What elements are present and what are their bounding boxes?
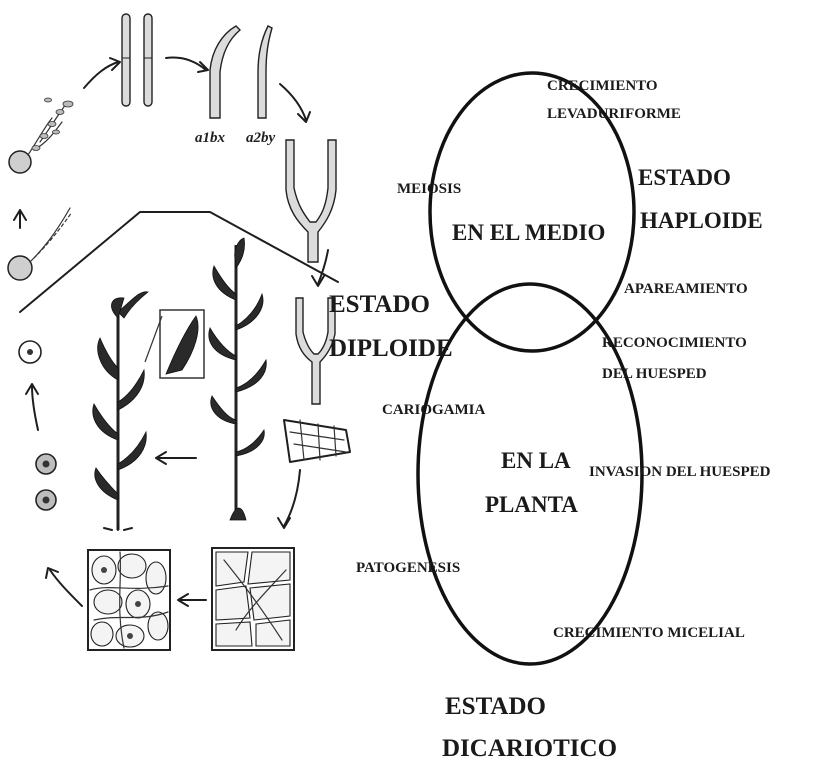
label-en-el-medio: EN EL MEDIO [452, 220, 605, 245]
label-estado-diploide-2: DIPLOIDE [329, 335, 453, 362]
label-meiosis: MEIOSIS [397, 181, 461, 197]
mating-type-a1bx: a1bx [195, 130, 226, 146]
mating-type-cells-illustration [210, 26, 272, 118]
label-invasion-del-huesped: INVASION DEL HUESPED [589, 464, 771, 480]
label-crecimiento-micelial: CRECIMIENTO MICELIAL [553, 625, 745, 641]
mating-type-a2by: a2by [246, 130, 276, 146]
label-levaduriforme: LEVADURIFORME [547, 106, 681, 122]
label-estado-haploide-1: ESTADO [638, 165, 731, 190]
label-reconocimiento: RECONOCIMIENTO [602, 335, 747, 351]
illustrated-life-cycle: a1bx a2by [8, 14, 350, 650]
infected-tissue-box-left [88, 550, 170, 650]
label-estado-haploide-2: HAPLOIDE [640, 208, 763, 233]
chromosome-pair-illustration [122, 14, 152, 106]
infected-corn-plant [93, 292, 148, 530]
label-del-huesped: DEL HUESPED [602, 366, 707, 382]
budding-yeast-illustration [9, 98, 73, 173]
dikaryon-hypha-illustration [284, 298, 350, 462]
hyphal-fusion-illustration [286, 140, 336, 262]
diploid-region-outline [20, 212, 338, 312]
label-planta: PLANTA [485, 492, 578, 517]
label-estado-dicariotico-2: DICARIOTICO [442, 735, 617, 762]
label-patogenesis: PATOGENESIS [356, 560, 460, 576]
label-en-la: EN LA [501, 448, 571, 473]
infected-tissue-box-right [212, 548, 294, 650]
label-crecimiento: CRECIMIENTO [547, 78, 658, 94]
healthy-corn-plant [209, 238, 266, 520]
label-cariogamia: CARIOGAMIA [382, 402, 485, 418]
label-estado-dicariotico-1: ESTADO [445, 693, 546, 720]
label-apareamiento: APAREAMIENTO [624, 281, 748, 297]
corn-cob-inset [145, 310, 204, 378]
label-estado-diploide-1: ESTADO [329, 291, 430, 318]
germinating-spore-illustration [8, 208, 72, 280]
